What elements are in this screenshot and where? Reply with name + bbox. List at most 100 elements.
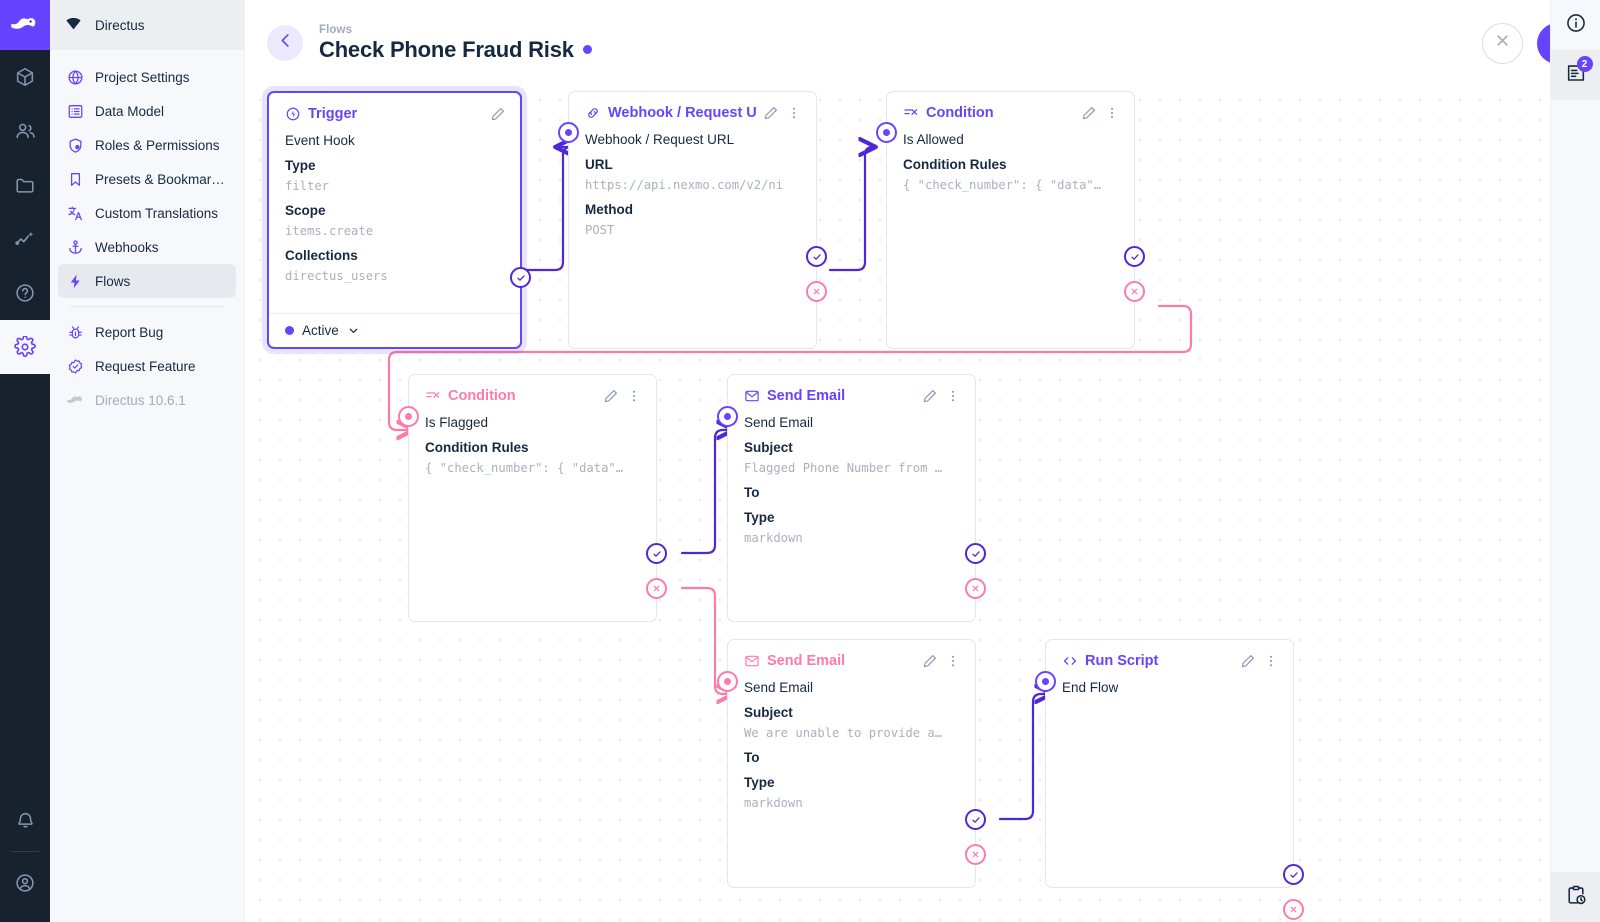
port-input[interactable] [558, 122, 579, 143]
sidebar-item-project-settings[interactable]: Project Settings [58, 60, 236, 94]
history-panel-button[interactable] [1550, 872, 1600, 922]
edit-icon[interactable] [922, 653, 938, 669]
sidebar-item-presets-bookmarks[interactable]: Presets & Bookmar… [58, 162, 236, 196]
module-item-settings[interactable] [0, 320, 50, 374]
field-value: markdown [744, 531, 803, 545]
node-status-toggle[interactable]: Active [269, 313, 520, 347]
node-header-title: Condition [926, 105, 994, 121]
port-resolve[interactable] [965, 809, 986, 830]
edit-icon[interactable] [763, 105, 779, 121]
port-input[interactable] [717, 406, 738, 427]
more-options-icon[interactable] [1104, 105, 1120, 121]
sidebar-item-webhooks[interactable]: Webhooks [58, 230, 236, 264]
sidebar-item-flows[interactable]: Flows [58, 264, 236, 298]
translate-icon [66, 204, 84, 222]
more-options-icon[interactable] [786, 105, 802, 121]
nav-sidebar: Directus Project Settings Data Model Rol… [50, 0, 245, 922]
sidebar-item-roles-permissions[interactable]: Roles & Permissions [58, 128, 236, 162]
port-resolve[interactable] [646, 543, 667, 564]
node-header-title: Webhook / Request U [608, 105, 756, 121]
module-bar-bottom [0, 793, 50, 922]
node-status-label: Active [302, 323, 339, 338]
sidebar-item-label: Project Settings [95, 69, 190, 85]
sidebar-nav-list: Project Settings Data Model Roles & Perm… [50, 50, 244, 417]
trigger-bolt-circle-icon [285, 106, 301, 122]
port-reject[interactable] [1124, 281, 1145, 302]
flow-node-send-email-flagged[interactable]: Send Email Send Email Subject Flagged Ph… [717, 374, 986, 622]
flow-node-run-script[interactable]: Run Script End Flow [1035, 639, 1304, 920]
directus-gem-icon [64, 14, 83, 36]
sidebar-item-request-feature[interactable]: Request Feature [58, 349, 236, 383]
page-title: Check Phone Fraud Risk [319, 37, 592, 63]
port-input[interactable] [1035, 671, 1056, 692]
account-icon[interactable] [0, 856, 50, 910]
flow-canvas[interactable]: Trigger Event Hook Type filter Scope ite… [245, 86, 1600, 922]
port-input[interactable] [717, 671, 738, 692]
field-label: Type [744, 775, 775, 790]
edit-icon[interactable] [922, 388, 938, 404]
field-value: items.create [285, 224, 374, 238]
logs-panel-button[interactable]: 2 [1550, 50, 1600, 100]
sidebar-item-data-model[interactable]: Data Model [58, 94, 236, 128]
port-resolve[interactable] [1124, 246, 1145, 267]
project-header[interactable]: Directus [50, 0, 244, 50]
flow-node-condition-is-flagged[interactable]: Condition Is Flagged Condition Rules { "… [398, 374, 667, 622]
arrow-left-icon [276, 31, 295, 55]
port-reject[interactable] [965, 844, 986, 865]
edit-icon[interactable] [603, 388, 619, 404]
sidebar-divider [70, 306, 224, 307]
port-reject[interactable] [1283, 899, 1304, 920]
logs-badge: 2 [1576, 56, 1593, 72]
module-item-docs[interactable] [0, 266, 50, 320]
sidebar-item-label: Webhooks [95, 239, 159, 255]
port-resolve[interactable] [1283, 864, 1304, 885]
close-icon [1493, 31, 1512, 55]
back-button[interactable] [267, 25, 303, 61]
sidebar-item-label: Request Feature [95, 358, 196, 374]
info-panel-button[interactable] [1551, 0, 1600, 50]
directus-logo[interactable] [0, 0, 50, 50]
breadcrumb[interactable]: Flows [319, 23, 353, 36]
cancel-button[interactable] [1482, 22, 1523, 64]
port-resolve[interactable] [806, 246, 827, 267]
port-input[interactable] [398, 406, 419, 427]
flow-node-trigger[interactable]: Trigger Event Hook Type filter Scope ite… [267, 91, 531, 349]
edit-icon[interactable] [490, 106, 506, 122]
port-reject[interactable] [646, 578, 667, 599]
module-item-insights[interactable] [0, 212, 50, 266]
port-input[interactable] [876, 122, 897, 143]
mail-icon [744, 388, 760, 404]
bug-icon [66, 323, 84, 341]
field-label: Subject [744, 705, 793, 720]
port-reject[interactable] [806, 281, 827, 302]
more-options-icon[interactable] [945, 653, 961, 669]
node-body: Send Email Subject Flagged Phone Number … [728, 406, 975, 558]
globe-icon [66, 68, 84, 86]
module-item-files[interactable] [0, 158, 50, 212]
module-item-content[interactable] [0, 50, 50, 104]
port-reject[interactable] [965, 578, 986, 599]
more-options-icon[interactable] [945, 388, 961, 404]
more-options-icon[interactable] [1263, 653, 1279, 669]
more-options-icon[interactable] [626, 388, 642, 404]
mail-icon [744, 653, 760, 669]
notifications-icon[interactable] [0, 793, 50, 847]
flow-node-send-email-unable[interactable]: Send Email Send Email Subject We are una… [717, 639, 986, 888]
sidebar-item-label: Custom Translations [95, 205, 219, 221]
sidebar-item-custom-translations[interactable]: Custom Translations [58, 196, 236, 230]
sidebar-item-label: Flows [95, 273, 131, 289]
flow-node-condition-is-allowed[interactable]: Condition Is Allowed Condition Rules { "… [876, 91, 1145, 349]
sidebar-item-report-bug[interactable]: Report Bug [58, 315, 236, 349]
flow-node-webhook[interactable]: Webhook / Request U Webhook / Request UR… [558, 91, 827, 349]
edit-icon[interactable] [1081, 105, 1097, 121]
field-value: directus_users [285, 269, 388, 283]
node-header: Send Email [728, 375, 975, 406]
field-value: { "check_number": { "data"… [903, 178, 1102, 192]
node-body: Is Flagged Condition Rules { "check_numb… [409, 406, 656, 488]
field-value: We are unable to provide a… [744, 726, 943, 740]
port-resolve[interactable] [510, 267, 531, 288]
port-resolve[interactable] [965, 543, 986, 564]
module-item-users[interactable] [0, 104, 50, 158]
edit-icon[interactable] [1240, 653, 1256, 669]
